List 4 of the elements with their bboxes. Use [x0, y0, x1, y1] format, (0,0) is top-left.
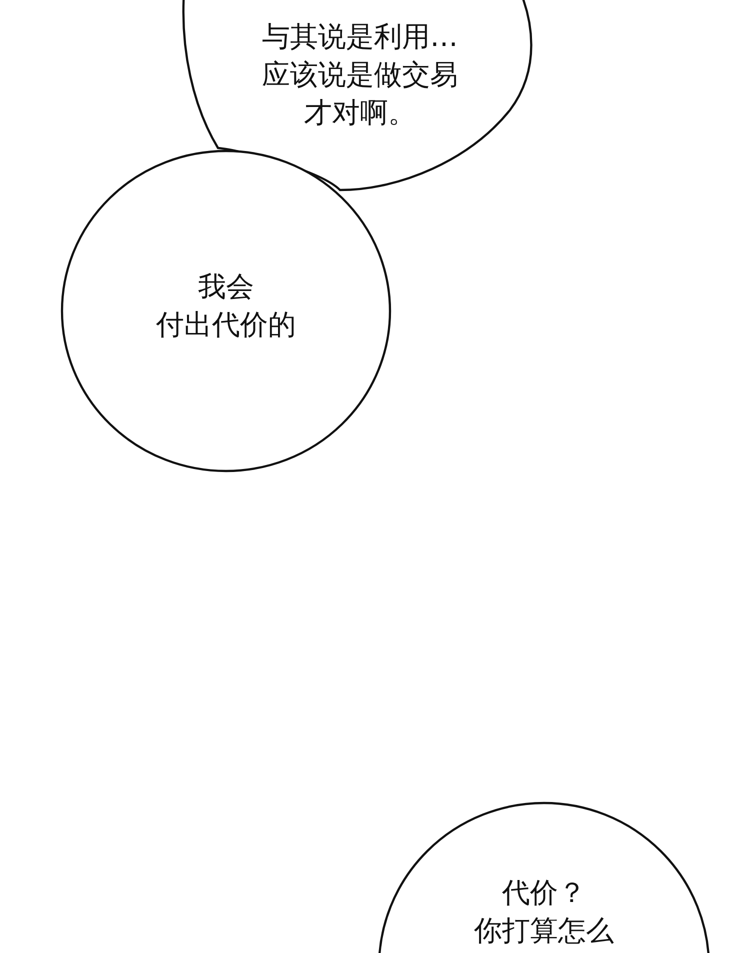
- speech-text: 我会付出代价的: [156, 269, 296, 343]
- speech-text: 与其说是利用…应该说是做交易才对啊。: [262, 19, 458, 131]
- speech-text: 代价？你打算怎么: [474, 875, 614, 949]
- speech-bubble: [61, 150, 391, 472]
